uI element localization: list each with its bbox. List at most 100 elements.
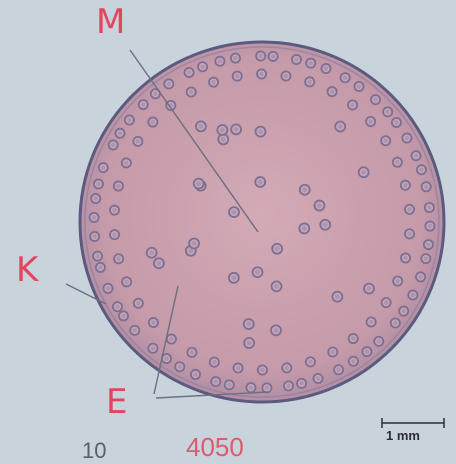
pore-core (393, 321, 397, 325)
pore-core (149, 251, 154, 256)
pore-core (386, 110, 390, 114)
pore-core (212, 80, 216, 84)
pore-core (260, 368, 264, 372)
pore-core (396, 279, 400, 283)
label-e: E (106, 382, 128, 422)
pore-core (357, 84, 361, 88)
tissue-disc-shape (80, 42, 444, 402)
pore-core (124, 161, 128, 165)
pore-core (367, 286, 372, 291)
pore-core (323, 223, 328, 228)
pore-core (192, 241, 197, 246)
pore-core (232, 210, 237, 215)
pore-core (98, 265, 102, 269)
pore-core (214, 380, 218, 384)
pore-core (101, 166, 105, 170)
pore-core (428, 224, 432, 228)
pore-core (411, 293, 415, 297)
pore-core (246, 322, 251, 327)
pore-core (317, 203, 322, 208)
pore-core (308, 360, 312, 364)
pore-core (93, 234, 97, 238)
bottom-caption-number: 10 (82, 438, 106, 464)
pore-core (338, 124, 343, 129)
pore-core (232, 276, 237, 281)
pore-core (414, 154, 418, 158)
pore-core (201, 65, 205, 69)
pore-core (377, 339, 381, 343)
pore-core (249, 386, 253, 390)
pore-core (330, 90, 334, 94)
pore-core (212, 360, 216, 364)
pore-core (111, 143, 115, 147)
pore-core (157, 261, 162, 266)
pore-core (235, 74, 239, 78)
pore-core (286, 384, 290, 388)
pore-core (190, 350, 194, 354)
pore-core (424, 257, 428, 261)
pore-core (121, 314, 125, 318)
pore-core (331, 350, 335, 354)
pore-core (258, 180, 263, 185)
pore-core (308, 80, 312, 84)
pore-core (271, 54, 275, 58)
pore-core (260, 72, 264, 76)
pore-core (419, 168, 423, 172)
pore-core (384, 139, 388, 143)
pore-core (127, 118, 131, 122)
pore-core (300, 381, 304, 385)
pore-core (233, 56, 237, 60)
label-k: K (16, 250, 39, 290)
pore-core (294, 57, 298, 61)
pore-core (275, 247, 280, 252)
pore-core (94, 196, 98, 200)
pore-core (324, 66, 328, 70)
pore-core (117, 257, 121, 261)
pore-core (274, 328, 279, 333)
pore-core (189, 90, 193, 94)
pore-core (118, 131, 122, 135)
pore-core (141, 103, 145, 107)
pore-core (151, 320, 155, 324)
pore-core (247, 341, 252, 346)
pore-core (234, 127, 239, 132)
pore-core (418, 275, 422, 279)
pore-core (258, 129, 263, 134)
pore-core (193, 372, 197, 376)
pore-core (189, 249, 194, 254)
tissue-disc (80, 42, 444, 402)
pore-core (199, 124, 204, 128)
pore-core (106, 286, 110, 290)
bottom-handwritten-note: 4050 (186, 432, 244, 463)
pore-core (96, 254, 100, 258)
pore-core (259, 54, 263, 58)
pore-core (361, 170, 366, 175)
pore-core (384, 301, 388, 305)
pore-core (343, 76, 347, 80)
pore-core (265, 386, 269, 390)
pore-core (369, 119, 373, 123)
pore-core (125, 280, 129, 284)
scale-bar-label: 1 mm (386, 428, 420, 443)
pore-core (153, 92, 157, 96)
pore-core (365, 350, 369, 354)
pore-core (112, 208, 116, 212)
scale-bar (382, 418, 444, 428)
pore-core (395, 160, 399, 164)
pore-core (373, 98, 377, 102)
pore-core (427, 205, 431, 209)
pore-core (151, 346, 155, 350)
pore-core (285, 366, 289, 370)
pore-core (178, 365, 182, 369)
pore-core (302, 226, 307, 231)
pore-core (221, 137, 226, 142)
pore-core (351, 103, 355, 107)
pore-core (369, 320, 373, 324)
pore-core (351, 359, 355, 363)
pore-core (92, 215, 96, 219)
pore-core (309, 61, 313, 65)
pore-core (133, 328, 137, 332)
pore-core (196, 181, 201, 186)
pore-core (335, 294, 340, 299)
